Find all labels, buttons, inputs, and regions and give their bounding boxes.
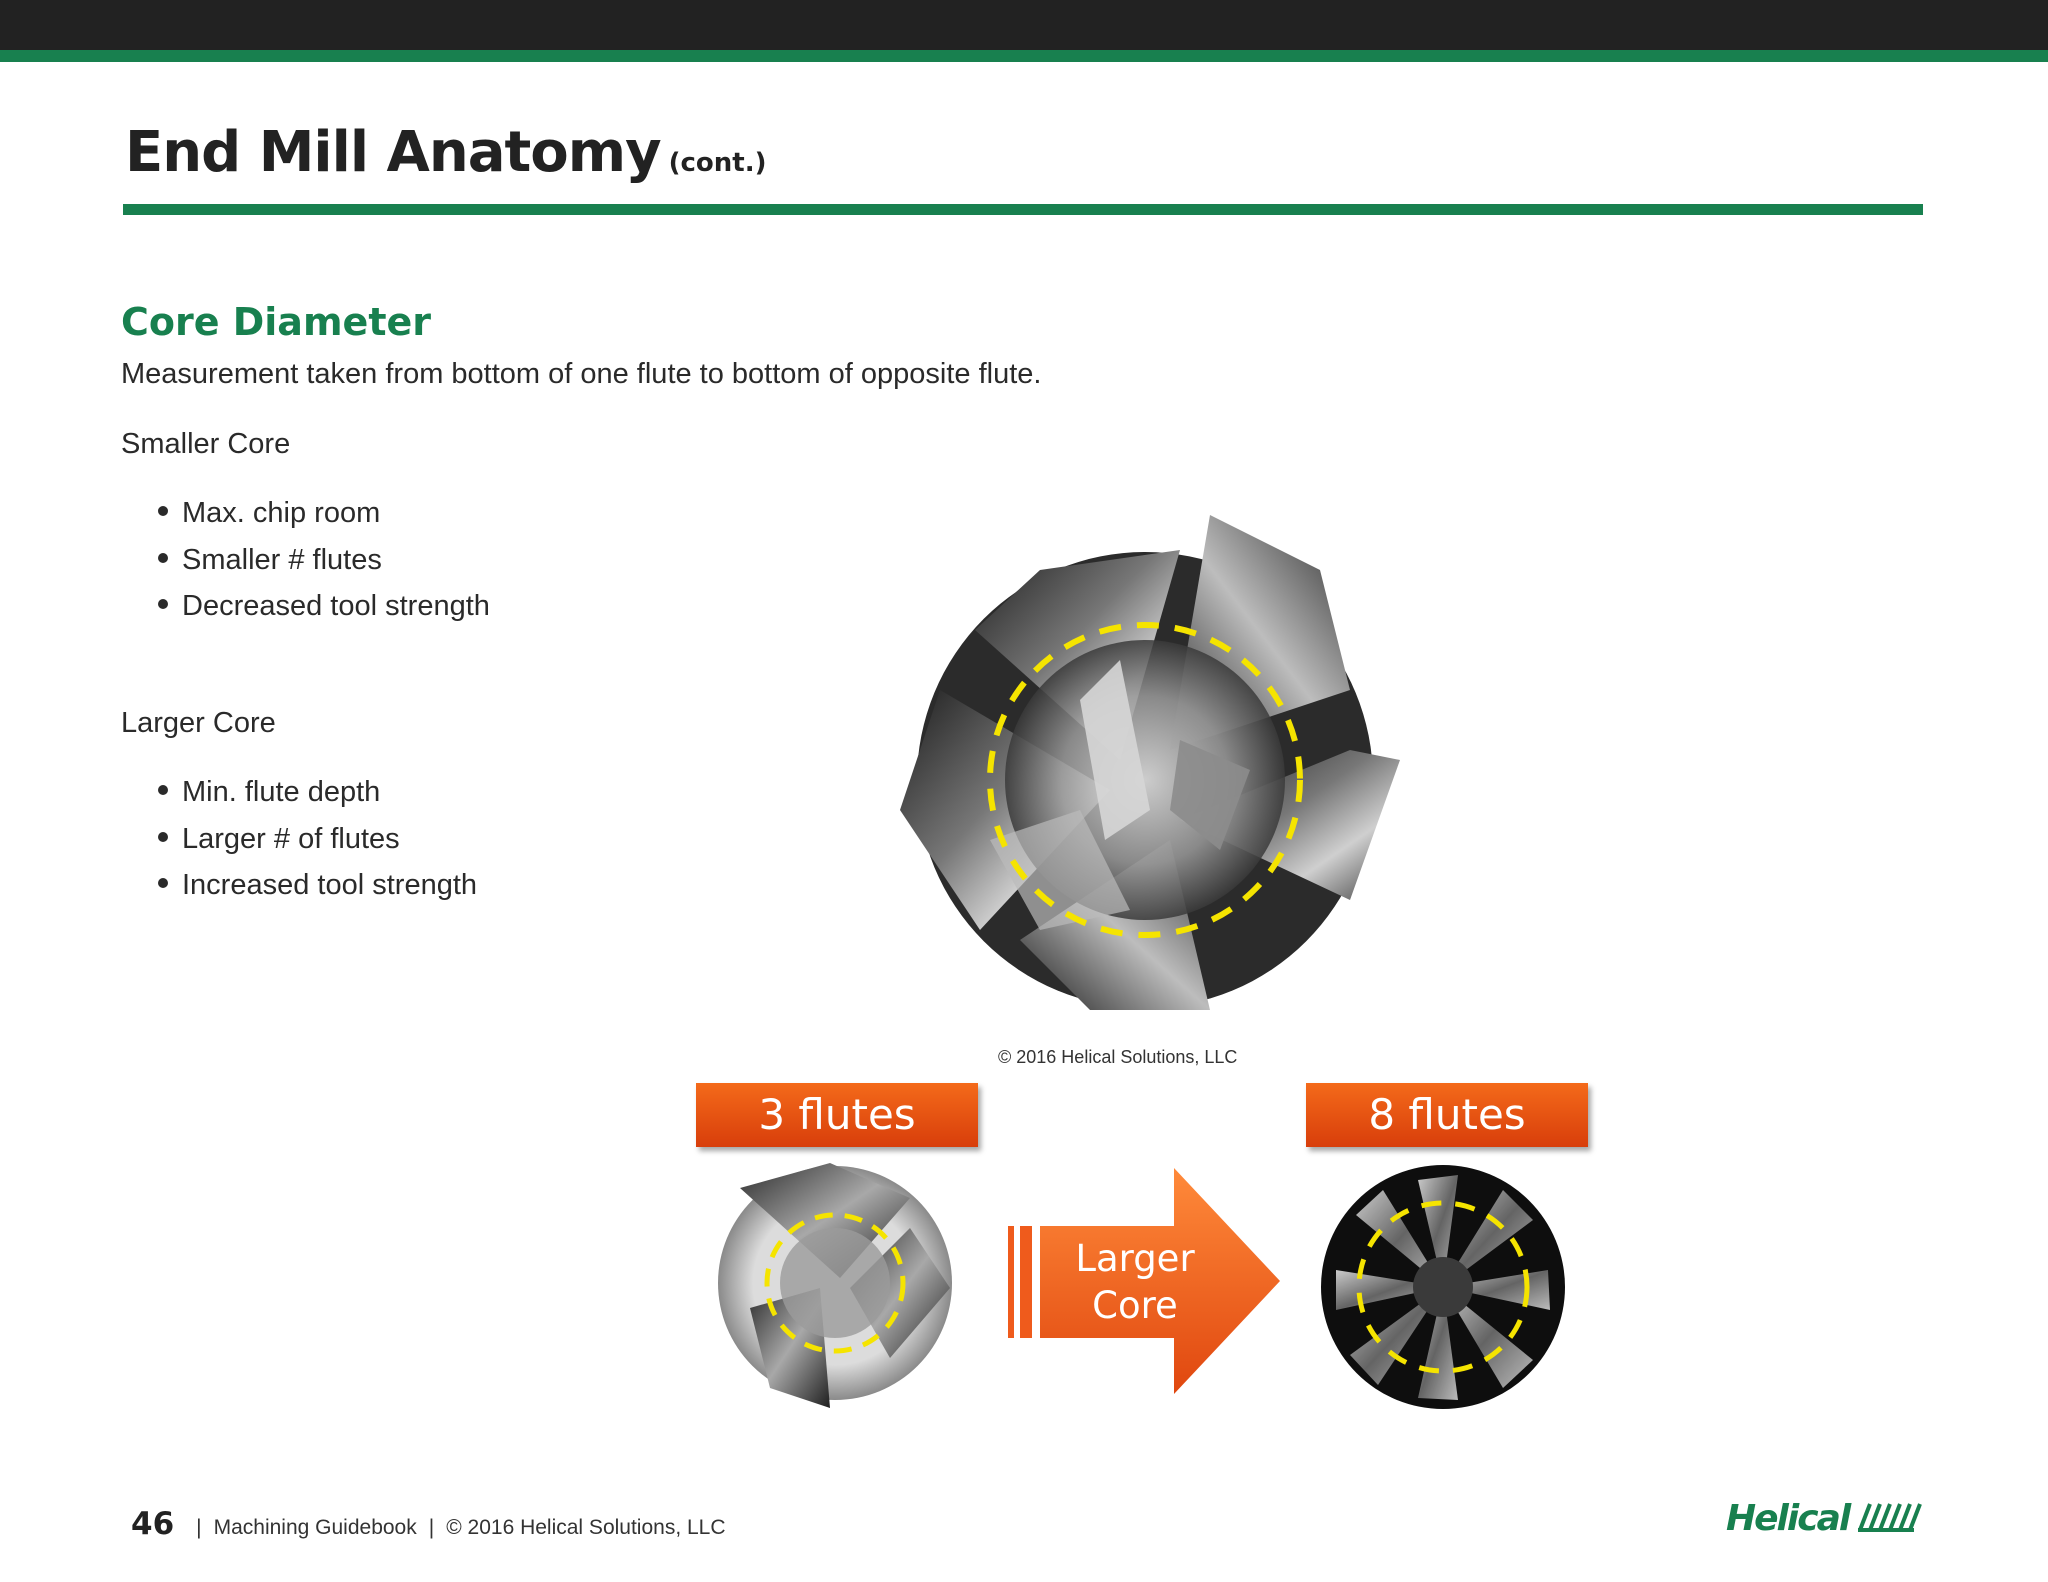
larger-core-list: Min. flute depth Larger # of flutes Incr… [158, 769, 477, 909]
bullet-icon [158, 506, 168, 517]
page-title-sub: (cont.) [668, 148, 767, 178]
larger-core-arrow [1004, 1168, 1284, 1394]
three-flutes-label: 3 flutes [696, 1083, 978, 1147]
arrow-label-line1: Larger [1075, 1237, 1195, 1280]
list-item: Increased tool strength [158, 862, 477, 909]
bullet-icon [158, 552, 168, 563]
bullet-icon [158, 831, 168, 842]
helical-logo: Helical [1726, 1498, 1926, 1539]
list-item: Decreased tool strength [158, 583, 490, 630]
larger-core-label: Larger Core [121, 707, 276, 739]
logo-wordmark: Helical [1726, 1498, 1851, 1539]
list-item: Min. flute depth [158, 769, 477, 816]
page-title: End Mill Anatomy(cont.) [125, 120, 766, 185]
bullet-icon [158, 785, 168, 796]
smaller-core-label: Smaller Core [121, 428, 291, 460]
arrow-label-line2: Core [1092, 1284, 1178, 1327]
list-item: Larger # of flutes [158, 816, 477, 863]
page-title-main: End Mill Anatomy [125, 120, 662, 185]
page-number: 46 [131, 1506, 175, 1542]
smaller-core-list: Max. chip room Smaller # flutes Decrease… [158, 490, 490, 630]
eight-flutes-label: 8 flutes [1306, 1083, 1588, 1147]
section-description: Measurement taken from bottom of one flu… [121, 358, 1042, 390]
arrow-label: Larger Core [1050, 1235, 1220, 1329]
footer-separator: | [428, 1516, 435, 1539]
footer-book-title: Machining Guidebook [213, 1516, 417, 1539]
list-item: Smaller # flutes [158, 537, 490, 584]
three-flute-end-mill-image [710, 1158, 955, 1412]
logo-helix-icon [1857, 1503, 1922, 1532]
footer-copyright: © 2016 Helical Solutions, LLC [446, 1516, 726, 1539]
title-rule [123, 204, 1923, 215]
top-bar [0, 0, 2048, 50]
list-item: Max. chip room [158, 490, 490, 537]
footer-separator: | [196, 1516, 202, 1539]
bullet-icon [158, 878, 168, 889]
section-heading: Core Diameter [121, 300, 431, 344]
eight-flute-end-mill-image [1318, 1160, 1568, 1414]
end-mill-core-image [880, 510, 1410, 1030]
bullet-icon [158, 599, 168, 610]
footer: 46 | Machining Guidebook | © 2016 Helical So… [131, 1506, 726, 1542]
top-green-stripe [0, 50, 2048, 62]
image-copyright: © 2016 Helical Solutions, LLC [998, 1047, 1238, 1067]
